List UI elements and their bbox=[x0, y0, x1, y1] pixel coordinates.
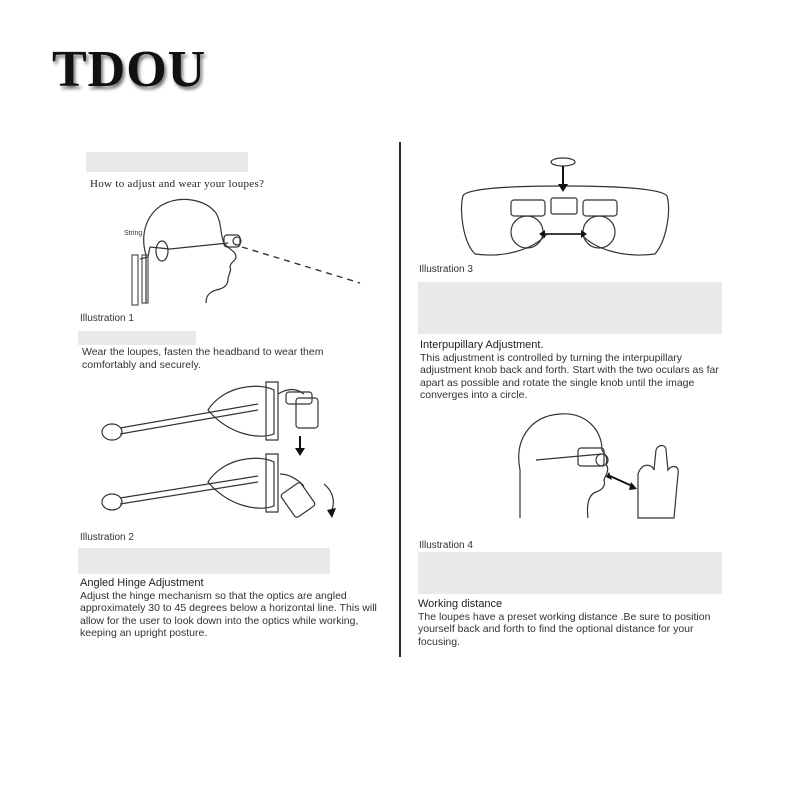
illustration-1-caption: Illustration 1 bbox=[80, 313, 134, 324]
illustration-3-body: This adjustment is controlled by turning… bbox=[420, 351, 719, 402]
column-divider bbox=[399, 142, 401, 657]
illustration-3-text: Interpupillary Adjustment. This adjustme… bbox=[420, 339, 720, 402]
illustration-1-text: Wear the loupes, fasten the headband to … bbox=[82, 346, 324, 371]
illustration-2-caption: Illustration 2 bbox=[80, 532, 134, 543]
illustration-2-text: Angled Hinge Adjustment Adjust the hinge… bbox=[80, 577, 390, 640]
illustration-2-hinge-adjustment bbox=[98, 374, 336, 518]
redacted-block bbox=[418, 282, 722, 334]
brand-logo: TDOU bbox=[52, 41, 207, 98]
redacted-block bbox=[86, 152, 248, 172]
illustration-3-title: Interpupillary Adjustment. bbox=[420, 339, 544, 351]
illustration-4-text: Working distance The loupes have a prese… bbox=[418, 598, 720, 648]
illustration-4-body: The loupes have a preset working distanc… bbox=[418, 610, 711, 648]
illustration-3-caption: Illustration 3 bbox=[419, 264, 473, 275]
illustration-3-interpupillary-knob bbox=[455, 150, 677, 262]
illustration-4-caption: Illustration 4 bbox=[419, 540, 473, 551]
illustration-4-title: Working distance bbox=[418, 598, 503, 610]
redacted-block bbox=[78, 548, 330, 574]
illustration-2-title: Angled Hinge Adjustment bbox=[80, 577, 204, 589]
illustration-1-head-with-loupes: String bbox=[124, 195, 370, 310]
redacted-block bbox=[78, 331, 196, 345]
section-heading: How to adjust and wear your loupes? bbox=[90, 178, 265, 190]
string-label: String bbox=[124, 230, 142, 237]
illustration-4-working-distance bbox=[510, 410, 700, 522]
illustration-2-body: Adjust the hinge mechanism so that the o… bbox=[80, 589, 377, 640]
redacted-block bbox=[418, 552, 722, 594]
